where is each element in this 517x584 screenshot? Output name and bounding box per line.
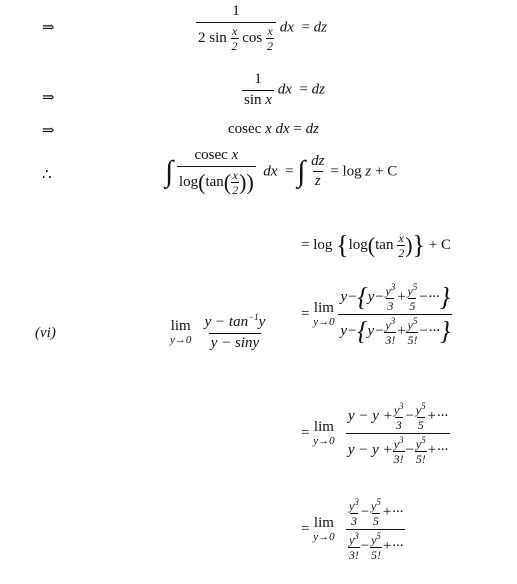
step2-expression: 1 sin x dx = dz bbox=[242, 71, 325, 109]
step3-expression: cosec x dx = dz bbox=[228, 121, 319, 137]
step2-dz: dz bbox=[311, 81, 325, 98]
implies-symbol: ⇒ bbox=[42, 90, 55, 106]
implies-symbol: ⇒ bbox=[42, 123, 55, 139]
step1-dz: dz bbox=[313, 19, 327, 36]
step1-dx: dx bbox=[279, 19, 294, 36]
implies-symbol: ⇒ bbox=[42, 20, 55, 36]
step1-den-cos: cos bbox=[242, 29, 263, 46]
part-label-vi: (vi) bbox=[35, 325, 56, 341]
step3-dx: dx bbox=[275, 121, 290, 137]
therefore-symbol: ∴ bbox=[42, 167, 52, 183]
equals-sign: = bbox=[301, 19, 310, 36]
lhs-fraction: y − tan−1y y − siny bbox=[204, 312, 266, 351]
equals-sign: = bbox=[299, 81, 308, 98]
step2-numerator: 1 bbox=[254, 71, 262, 87]
step2-fraction: 1 sin x bbox=[242, 71, 274, 109]
constant-c: C bbox=[387, 163, 398, 180]
step3-dz: dz bbox=[305, 121, 319, 137]
step2-dx: dx bbox=[277, 81, 292, 98]
equals-sign: = bbox=[293, 121, 302, 137]
constant-c: C bbox=[440, 236, 451, 253]
step4-numerator: cosec x bbox=[194, 147, 239, 163]
integral-sign: ∫ bbox=[297, 154, 306, 188]
step3-cosec: cosec bbox=[228, 121, 262, 137]
step2-denominator: sin x bbox=[242, 89, 274, 108]
step4-dx: dx bbox=[263, 163, 278, 180]
step1-numerator: 1 bbox=[232, 3, 240, 19]
step1-den-sin: 2 sin bbox=[198, 29, 227, 46]
integral-sign: ∫ bbox=[165, 154, 174, 188]
